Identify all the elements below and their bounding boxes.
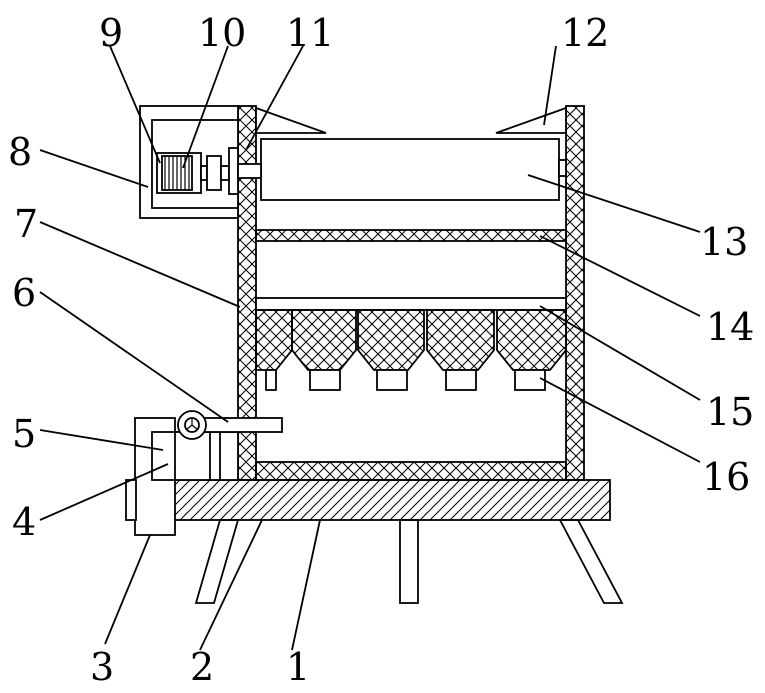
filter-bags xyxy=(255,309,567,391)
filter-screen xyxy=(255,229,567,242)
label-11: 11 xyxy=(286,11,334,55)
discharge-valve xyxy=(125,410,283,536)
label-4: 4 xyxy=(12,500,36,544)
label-10: 10 xyxy=(198,11,246,55)
label-9: 9 xyxy=(99,11,123,55)
partition-plate xyxy=(255,297,567,311)
label-2: 2 xyxy=(190,645,214,689)
label-13: 13 xyxy=(700,220,748,264)
feed-hoppers xyxy=(255,106,567,134)
motor-assembly xyxy=(139,105,567,219)
support-legs xyxy=(194,519,624,604)
part-labels: 9 10 11 12 8 7 6 5 4 3 2 1 13 14 15 16 xyxy=(8,11,754,689)
label-14: 14 xyxy=(706,305,754,349)
label-1: 1 xyxy=(286,645,310,689)
housing xyxy=(237,105,585,481)
label-3: 3 xyxy=(90,645,114,689)
crushing-drum xyxy=(260,138,560,201)
label-15: 15 xyxy=(706,390,754,434)
label-7: 7 xyxy=(14,202,38,246)
leader-lines xyxy=(39,45,701,651)
label-16: 16 xyxy=(702,455,750,499)
base-plate xyxy=(144,479,611,521)
label-12: 12 xyxy=(561,11,609,55)
label-5: 5 xyxy=(12,412,36,456)
label-6: 6 xyxy=(12,271,36,315)
label-8: 8 xyxy=(8,130,32,174)
